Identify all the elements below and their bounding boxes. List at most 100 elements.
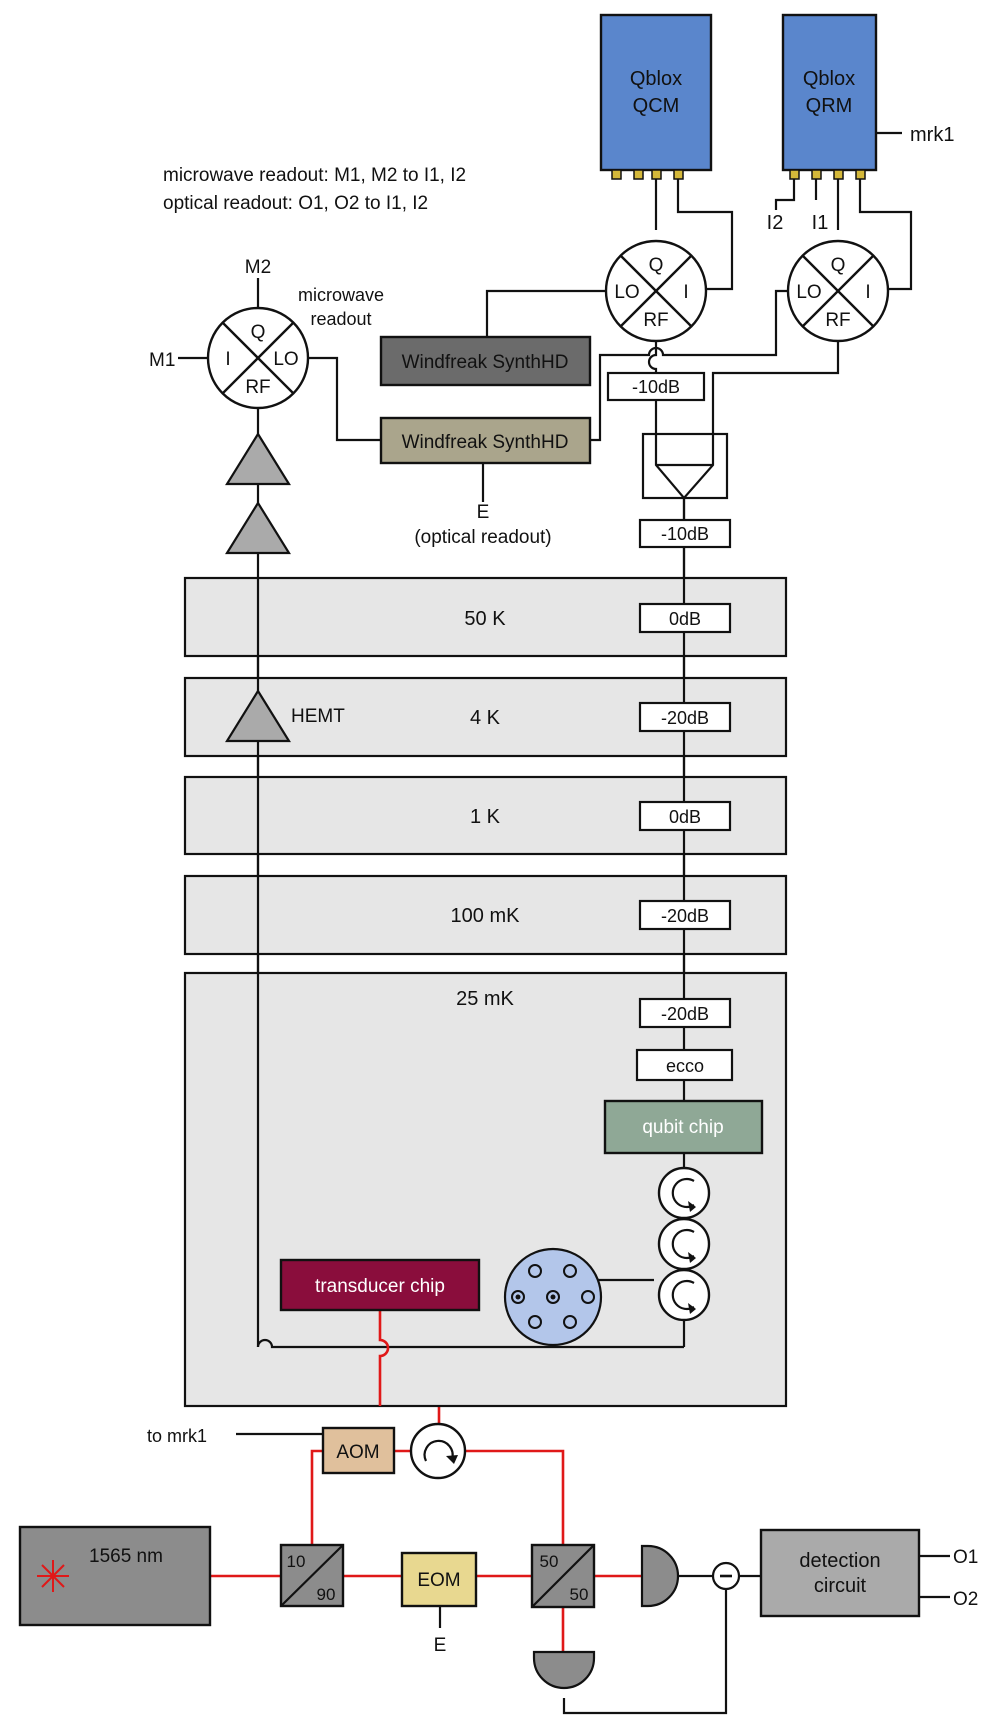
qrm-title-line1: Qblox [803,68,855,90]
qrm-body [781,13,878,172]
bs-diagonal [531,1544,595,1608]
attenuator-100mk [638,899,732,931]
attenuator-25mk-label: -20dB [661,1004,709,1024]
mixer-qrm-i: I [865,282,870,303]
connector-pin [546,1290,560,1304]
connector-pin [511,1290,525,1304]
beam-splitter-50-50: 50 50 [530,1543,596,1609]
optical-circulator-icon [409,1422,467,1480]
amplifier-icon [225,500,291,555]
mw-mixer-lo-wire [307,356,381,442]
mixer-qcm-cross [620,255,692,327]
bs-top-label: 50 [540,1552,559,1571]
qrm-title-line2: QRM [806,95,853,117]
mixer-mw-q: Q [251,322,266,343]
qubit-chip [603,1099,764,1155]
to-mrk1-label: to mrk1 [147,1426,207,1446]
transducer-chip-label: transducer chip [315,1276,445,1297]
power-combiner [641,432,729,500]
mixer2-rf-wire [711,340,840,498]
mixer-mw-lo: LO [273,349,298,370]
attenuator-25mk [638,997,732,1029]
windfreak-synth-upper-label: Windfreak SynthHD [402,352,569,373]
attenuator-top-label: -10dB [632,377,680,397]
eom-label: EOM [417,1570,460,1591]
connector-pin-center [515,1294,521,1300]
connector-pin [528,1264,542,1278]
detection-circuit-label-line2: circuit [814,1575,867,1597]
detector-lower-wire [562,1590,728,1715]
mixer-mw-rf: RF [245,377,270,398]
windfreak-synth-lower-label: Windfreak SynthHD [402,432,569,453]
attenuator-below-combiner-label: -10dB [661,524,709,544]
aom-label: AOM [336,1442,379,1463]
mixer-qrm-lo: LO [796,282,821,303]
note-microwave-readout: microwave readout: M1, M2 to I1, I2 [163,165,466,186]
stage-1k-label: 1 K [470,806,501,828]
laser-wavelength-label: 1565 nm [89,1546,163,1567]
qrm-port [855,169,866,180]
qcm-port [611,169,622,180]
circulator-stack [657,1166,711,1322]
hemt-label: HEMT [291,706,345,727]
attenuator-100mk-label: -20dB [661,906,709,926]
mixer-qcm-q: Q [649,255,664,276]
qrm-i2-label: I2 [767,212,784,234]
iq-mixer-microwave: Q I LO RF [206,306,310,410]
circulator-icon [657,1268,711,1322]
mixer2-lo-wire [590,289,789,442]
optical-circulator-body [409,1422,467,1480]
ecco-filter [635,1048,734,1082]
mixer-qrm-q: Q [831,255,846,276]
attenuator-50k-label: 0dB [669,609,701,629]
transducer-chip [279,1258,481,1312]
circulator-arrow [671,1177,695,1209]
stage-100mk-label: 100 mK [451,905,521,927]
mixer1-rf-wire [647,340,658,373]
qrm-to-mixer-i-wire [858,178,913,291]
iq-mixer-qrm: Q I LO RF [786,239,890,343]
mixer-mw-i: I [225,349,230,370]
amplifier-icon [225,431,291,486]
qcm-title-line2: QCM [633,95,680,117]
connector-pin [528,1315,542,1329]
stage-25mk-label: 25 mK [456,988,514,1010]
circulator-arrowhead [688,1252,696,1263]
photodetector-icon [532,1650,596,1690]
aom [321,1426,396,1475]
beam-circulator-to-bs [464,1449,565,1545]
eom-e-label: E [434,1635,447,1656]
o2-label: O2 [953,1589,978,1610]
iq-mixer-qcm: Q I LO RF [604,239,708,343]
optical-readout-label: (optical readout) [414,527,551,548]
circulator-arrowhead [688,1201,696,1212]
detection-circuit [759,1528,921,1618]
attenuator-1k-label: 0dB [669,807,701,827]
synth-e-label: E [477,502,490,523]
photodetector-icon [640,1544,680,1608]
mixer-qcm-i: I [683,282,688,303]
mixer-qrm-cross [802,255,874,327]
stage-4k-label: 4 K [470,707,501,729]
circulator-arrowhead [688,1303,696,1314]
qcm-body [599,13,713,172]
connector-pin [563,1315,577,1329]
m2-label: M2 [245,257,271,278]
attenuator-top [606,371,706,402]
windfreak-synth-lower [379,416,592,465]
qrm-marker-label: mrk1 [910,124,954,146]
connector-pin [581,1290,595,1304]
ecco-filter-label: ecco [666,1056,704,1076]
circulator-arrow [671,1228,695,1260]
qcm-port [633,169,644,180]
subtractor-icon [711,1561,741,1591]
windfreak-synth-upper [379,335,592,387]
optical-circulator-arrow [423,1439,454,1462]
mixer-qcm-rf: RF [643,310,668,331]
splitter-top-label: 10 [287,1552,306,1571]
splitter-diagonal [280,1544,344,1607]
laser-star-icon [37,1560,69,1592]
circulator-icon [657,1166,711,1220]
qrm-i2-wire [774,178,796,210]
